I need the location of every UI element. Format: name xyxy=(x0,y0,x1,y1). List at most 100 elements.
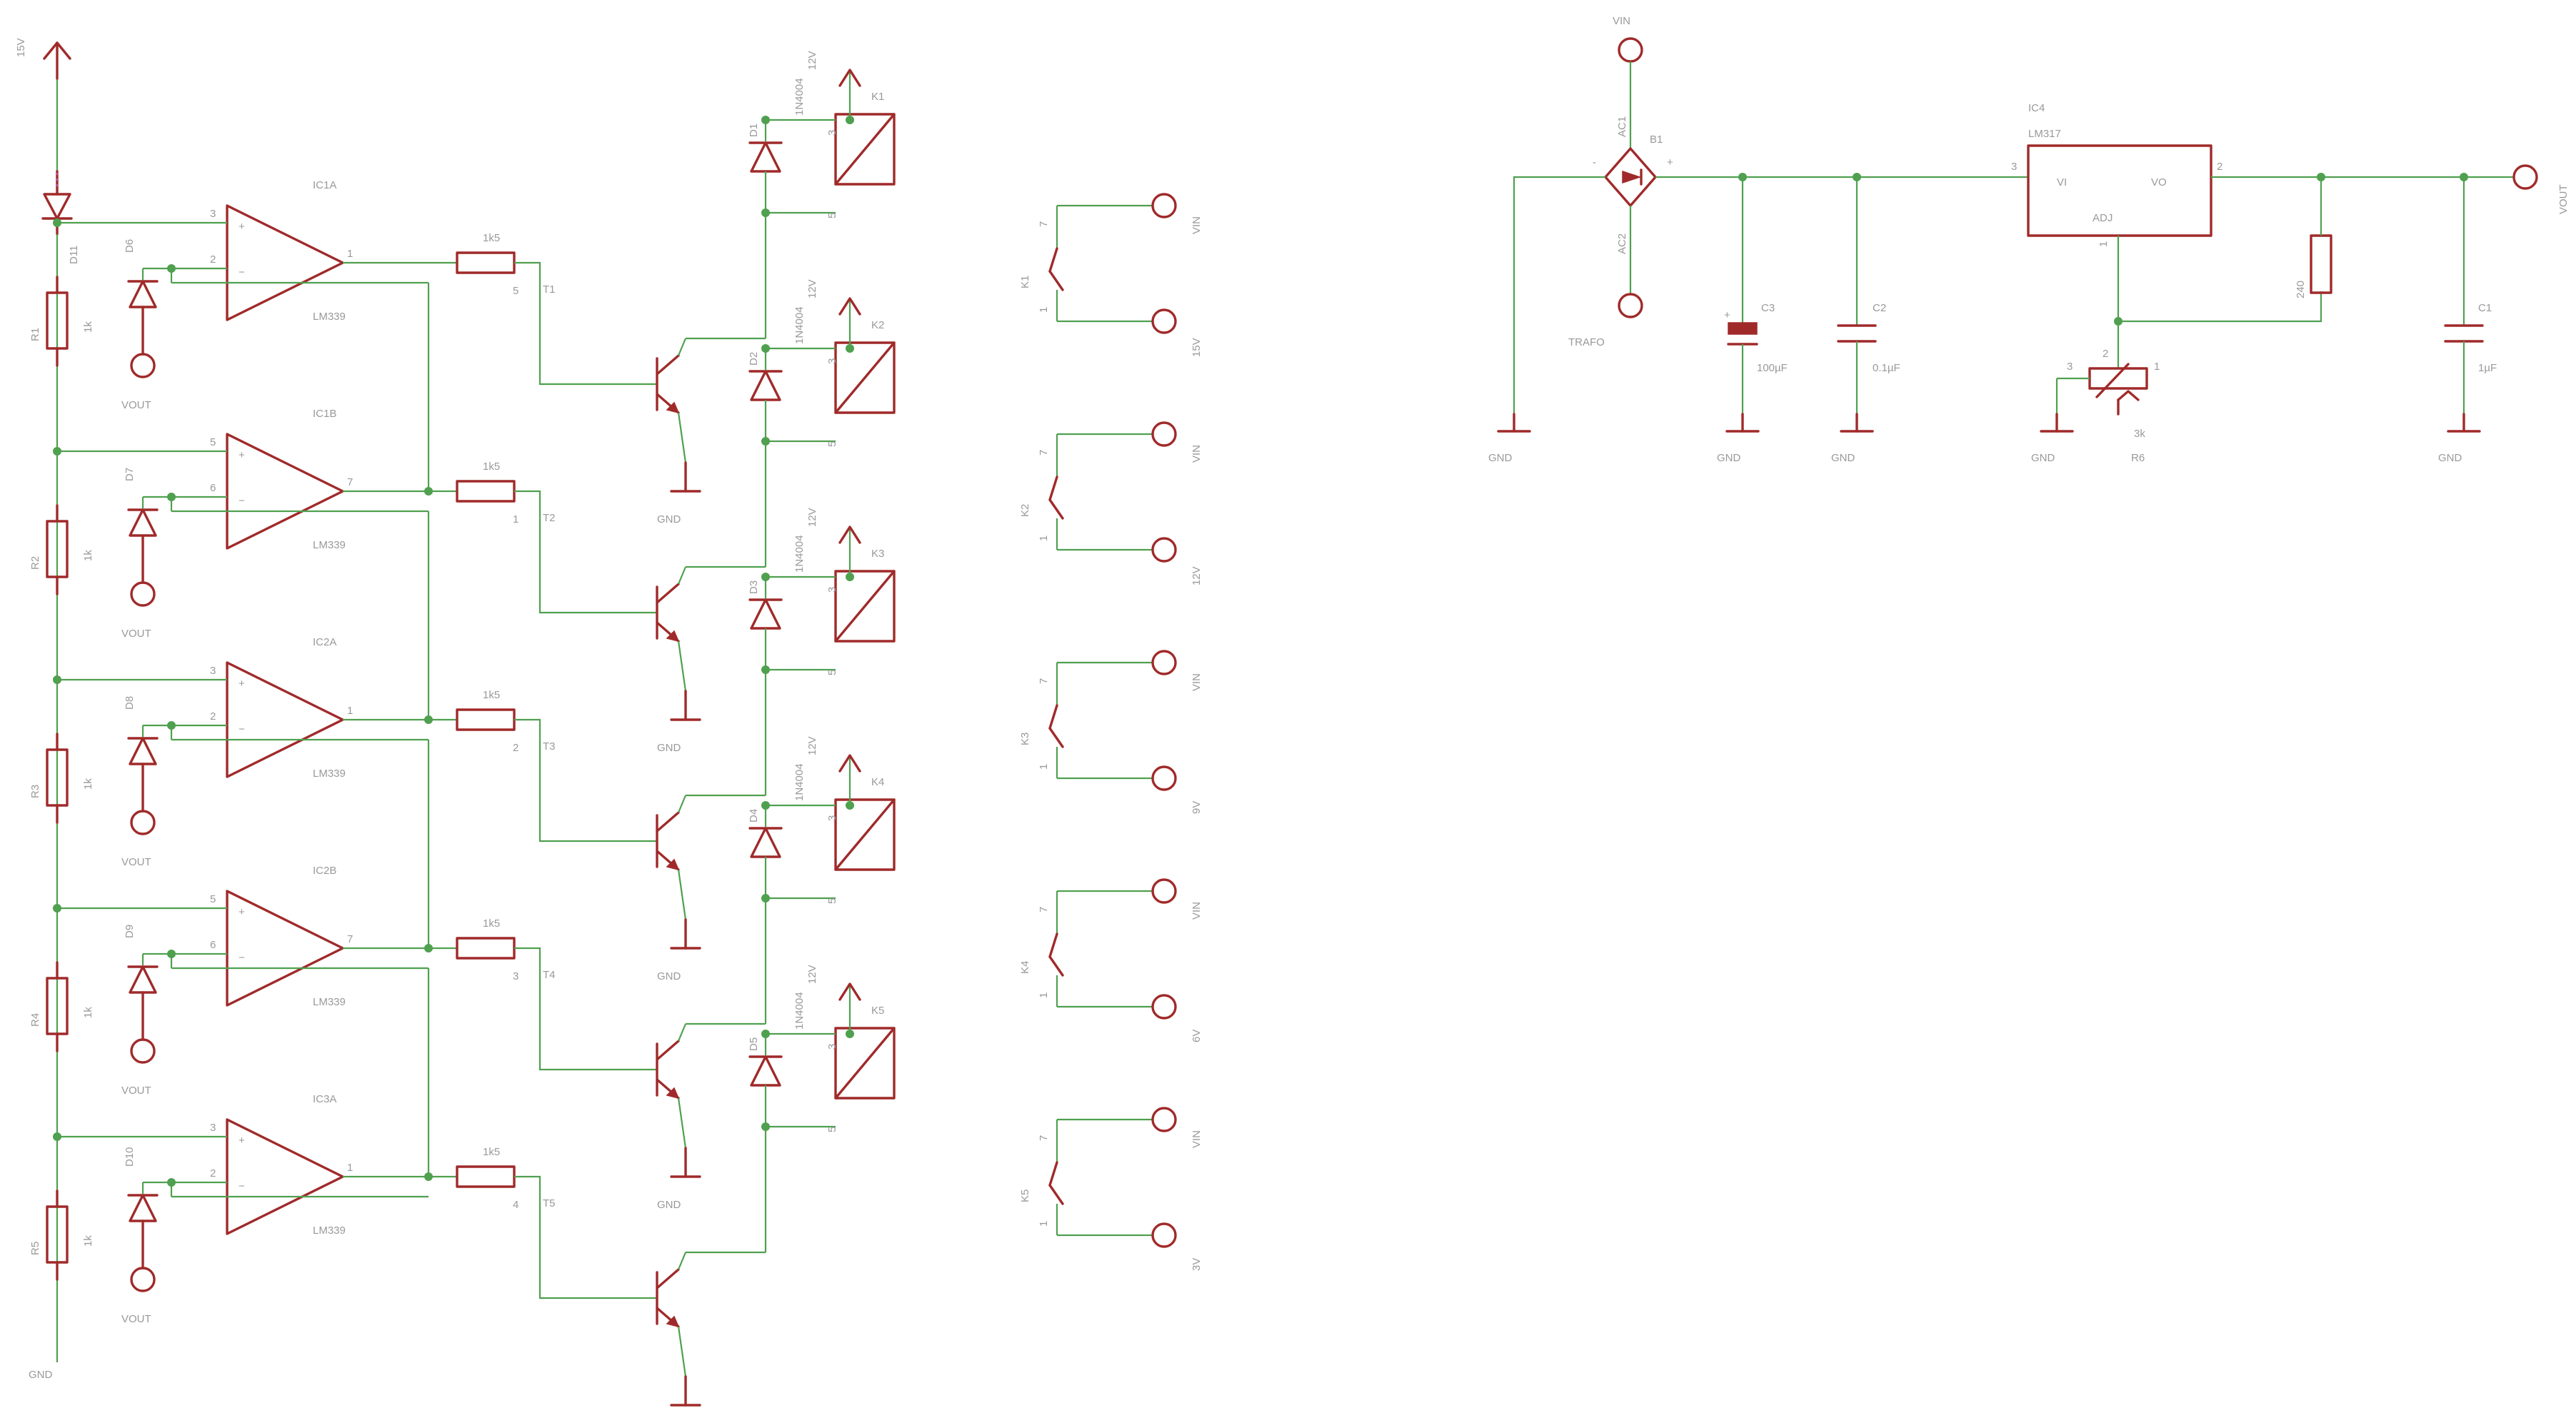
zener-d10-label: D10 xyxy=(124,1147,136,1167)
trafo-label: TRAFO xyxy=(1568,336,1605,348)
pin-plus: 3 xyxy=(210,208,216,220)
resistor-r2-label: R2 xyxy=(29,556,41,570)
relay-pin-b: 5 xyxy=(826,1127,838,1132)
relay-pin-b: 5 xyxy=(826,213,838,218)
c1-value: 1µF xyxy=(2478,362,2497,374)
pin-minus: 2 xyxy=(210,253,216,266)
pin-out: 1 xyxy=(347,1162,353,1174)
pin-out: 1 xyxy=(347,248,353,260)
junction xyxy=(846,573,854,581)
pot-pin-a: 3 xyxy=(2067,361,2073,373)
minus-sign: − xyxy=(239,952,245,964)
comparator-part: LM339 xyxy=(313,996,346,1008)
bridge-plus: + xyxy=(1667,156,1673,169)
base-resistor-label: 1k5 xyxy=(483,917,500,930)
ic4-label: IC4 xyxy=(2028,102,2045,114)
switch-pin-bottom: 1 xyxy=(1038,992,1050,998)
c2-label: C2 xyxy=(1873,302,1886,314)
junction xyxy=(53,218,61,227)
relay-pin-a: 3 xyxy=(826,587,838,593)
diode-d4-label: D4 xyxy=(748,809,760,823)
resistor-r1-label: R1 xyxy=(29,328,41,341)
gnd-label: GND xyxy=(657,513,681,526)
resistor-value: 1k xyxy=(82,1235,94,1247)
transistor-t4-label: T4 xyxy=(543,969,556,981)
relay-k3-label: K3 xyxy=(871,548,884,560)
switch-in-label: VIN xyxy=(1191,216,1203,234)
switch-out-label: 6V xyxy=(1191,1030,1203,1042)
zener-d8-label: D8 xyxy=(124,696,136,710)
comparator-part: LM339 xyxy=(313,768,346,780)
transistor-t2-label: T2 xyxy=(543,512,556,524)
switch-in-label: VIN xyxy=(1191,673,1203,691)
base-resistor-label: 1k5 xyxy=(483,461,500,473)
diode-part: 1N4004 xyxy=(793,78,806,116)
gnd-label: GND xyxy=(657,1199,681,1211)
minus-sign: − xyxy=(239,495,245,507)
switch-name: K5 xyxy=(1019,1190,1031,1202)
pin-out: 1 xyxy=(347,705,353,717)
vout-label: VOUT xyxy=(121,856,151,868)
pin-out: 7 xyxy=(347,476,353,488)
diode-part: 1N4004 xyxy=(793,306,806,344)
switch-name: K3 xyxy=(1019,733,1031,745)
reg-pin-adj: 1 xyxy=(2098,241,2110,247)
comparator-ic2b-label: IC2B xyxy=(313,865,336,877)
switch-name: K2 xyxy=(1019,504,1031,517)
base-resistor-label: 1k5 xyxy=(483,689,500,701)
reg-pin-vi: 3 xyxy=(2011,161,2017,173)
vout-label: VOUT xyxy=(121,399,151,411)
switch-out-label: 15V xyxy=(1191,338,1203,357)
switch-pin-top: 7 xyxy=(1038,450,1050,456)
pin-plus: 5 xyxy=(210,893,216,905)
reg-vi: VI xyxy=(2057,176,2067,188)
c3-plus: + xyxy=(1724,309,1730,321)
base-resistor-label: 1k5 xyxy=(483,232,500,244)
switch-out-label: 12V xyxy=(1191,566,1203,585)
c2-value: 0.1µF xyxy=(1873,362,1900,374)
pin-minus: 2 xyxy=(210,1167,216,1180)
rail-gnd-bottom: GND xyxy=(29,1369,53,1381)
c3-value: 100µF xyxy=(1757,362,1788,374)
transistor-t1-label: T1 xyxy=(543,283,556,296)
pot-pin-w: 2 xyxy=(2103,348,2108,360)
gnd-label: GND xyxy=(2438,452,2462,464)
relay-pin-b: 5 xyxy=(826,441,838,447)
pin-out: 7 xyxy=(347,933,353,945)
pot-pin-b: 1 xyxy=(2154,361,2160,373)
pin-minus: 6 xyxy=(210,939,216,951)
node-label: 5 xyxy=(513,285,518,297)
zener-d9-label: D9 xyxy=(124,925,136,938)
switch-pin-top: 7 xyxy=(1038,1135,1050,1141)
relay-k4-label: K4 xyxy=(871,776,884,788)
junction xyxy=(846,116,854,124)
vout-label: VOUT xyxy=(121,1085,151,1097)
comparator-ic2a-label: IC2A xyxy=(313,636,336,648)
driver-5: 1k54T5GNDD51N400435K512V xyxy=(456,965,896,1407)
relay-k1-label: K1 xyxy=(871,91,884,103)
switch-name: K4 xyxy=(1019,961,1031,974)
divider-ladder: 15V D11 GND xyxy=(15,38,80,1381)
relay-pin-a: 3 xyxy=(826,1044,838,1050)
diode-d5-label: D5 xyxy=(748,1037,760,1051)
gnd-label: GND xyxy=(1717,452,1741,464)
reg-adj: ADJ xyxy=(2093,212,2113,224)
comparator-ic1a-label: IC1A xyxy=(313,179,336,191)
plus-sign: + xyxy=(239,678,245,690)
diode-d11: D11 xyxy=(41,170,80,264)
plus-sign: + xyxy=(239,449,245,461)
pin-minus: 6 xyxy=(210,482,216,494)
switch-out-label: 3V xyxy=(1191,1258,1203,1271)
vout-label: VOUT xyxy=(121,1313,151,1325)
diode-d3-label: D3 xyxy=(748,580,760,594)
relay-k2-label: K2 xyxy=(871,319,884,331)
c1-label: C1 xyxy=(2478,302,2492,314)
gnd-label: GND xyxy=(2031,452,2055,464)
transistor-t3-label: T3 xyxy=(543,740,556,753)
gnd-label: GND xyxy=(657,970,681,982)
